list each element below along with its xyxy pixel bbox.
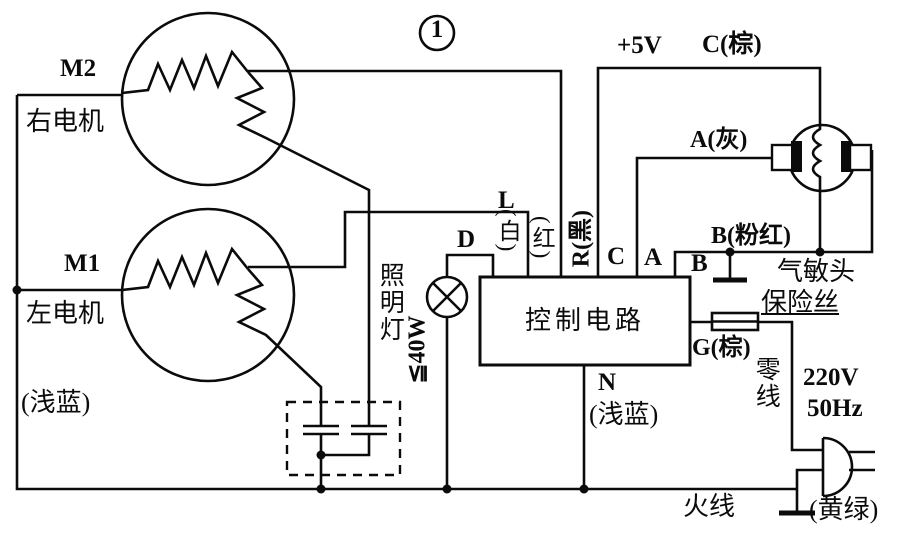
fuse-name-label: 保险丝 xyxy=(761,288,840,317)
sensor-left-electrode xyxy=(791,141,802,172)
wire-g-brown-label: G(棕) xyxy=(692,335,751,361)
neutral-line-label: 零线 xyxy=(752,356,780,410)
wire-c-brown-label: C(棕) xyxy=(702,31,762,58)
wire-n-blue-label: (浅蓝) xyxy=(589,400,659,429)
b-pink-wire xyxy=(673,150,874,277)
figure-marker-circle xyxy=(418,14,456,52)
wire-r-black-label: R(黑) xyxy=(568,209,595,268)
m1-aux-winding xyxy=(233,268,323,426)
lamp-name-label: 照明灯 xyxy=(376,262,404,343)
control-box-label: 控制电路 xyxy=(524,306,645,335)
ground-color-label: (黄绿) xyxy=(809,495,879,524)
terminal-a-label: A xyxy=(644,244,663,271)
figure-marker: 1 xyxy=(430,16,444,43)
lamp-to-d-terminal xyxy=(445,253,495,277)
motor-common-color-label: (浅蓝) xyxy=(21,388,91,417)
wire-red-label: (红) xyxy=(529,216,555,261)
left-and-bottom-rail xyxy=(15,95,797,491)
terminal-n-label: N xyxy=(598,369,617,396)
wire-white-label: (白) xyxy=(495,209,521,254)
a-gray-wire xyxy=(635,156,772,277)
lamp-symbol xyxy=(425,253,495,489)
terminal-c-label: C xyxy=(607,243,626,270)
terminal-l-label: L xyxy=(498,187,515,214)
m1-motor-symbol xyxy=(120,207,323,426)
m2-aux-winding xyxy=(233,71,371,426)
m2-main-winding xyxy=(121,49,250,95)
m1-main-winding xyxy=(121,246,250,292)
m2-id-label: M2 xyxy=(60,55,97,82)
r-black-wire xyxy=(248,69,563,277)
sensor-right-terminal xyxy=(848,143,873,172)
capacitor1-plates xyxy=(303,424,339,436)
plug-prongs xyxy=(849,450,875,472)
capacitor-block xyxy=(285,400,402,489)
m2-motor-symbol xyxy=(120,11,371,426)
junction-dots xyxy=(12,247,825,494)
l-wire xyxy=(248,210,530,277)
supply-5v-label: +5V xyxy=(617,32,662,59)
voltage-label: 220V xyxy=(803,364,859,391)
c-brown-wire xyxy=(596,66,822,277)
wire-a-gray-label: A(灰) xyxy=(690,127,748,153)
capacitor2-lower-wire xyxy=(321,434,371,457)
m2-name-label: 右电机 xyxy=(26,107,105,136)
sensor-right-electrode xyxy=(841,141,852,172)
live-and-ground xyxy=(779,468,823,516)
live-line-label: 火线 xyxy=(683,492,736,521)
wire-b-pink-label: B(粉红) xyxy=(711,223,791,249)
m1-name-label: 左电机 xyxy=(26,299,105,328)
gas-sensor-symbol xyxy=(770,123,873,193)
terminal-b-label: B xyxy=(691,250,708,277)
capacitor-dashed-box xyxy=(285,400,402,477)
terminal-d-label: D xyxy=(457,226,476,253)
sensor-name-label: 气敏头 xyxy=(777,257,856,286)
m1-id-label: M1 xyxy=(64,250,101,277)
plug-symbol xyxy=(821,436,875,498)
lamp-cross xyxy=(432,282,462,312)
sensor-left-terminal xyxy=(770,143,795,172)
fuse-and-neutral-wire xyxy=(690,311,823,452)
capacitor2-plates xyxy=(351,424,387,436)
lamp-power-label: ≦40W xyxy=(404,315,431,384)
frequency-label: 50Hz xyxy=(807,395,863,422)
sensor-heater-coil xyxy=(811,125,823,191)
